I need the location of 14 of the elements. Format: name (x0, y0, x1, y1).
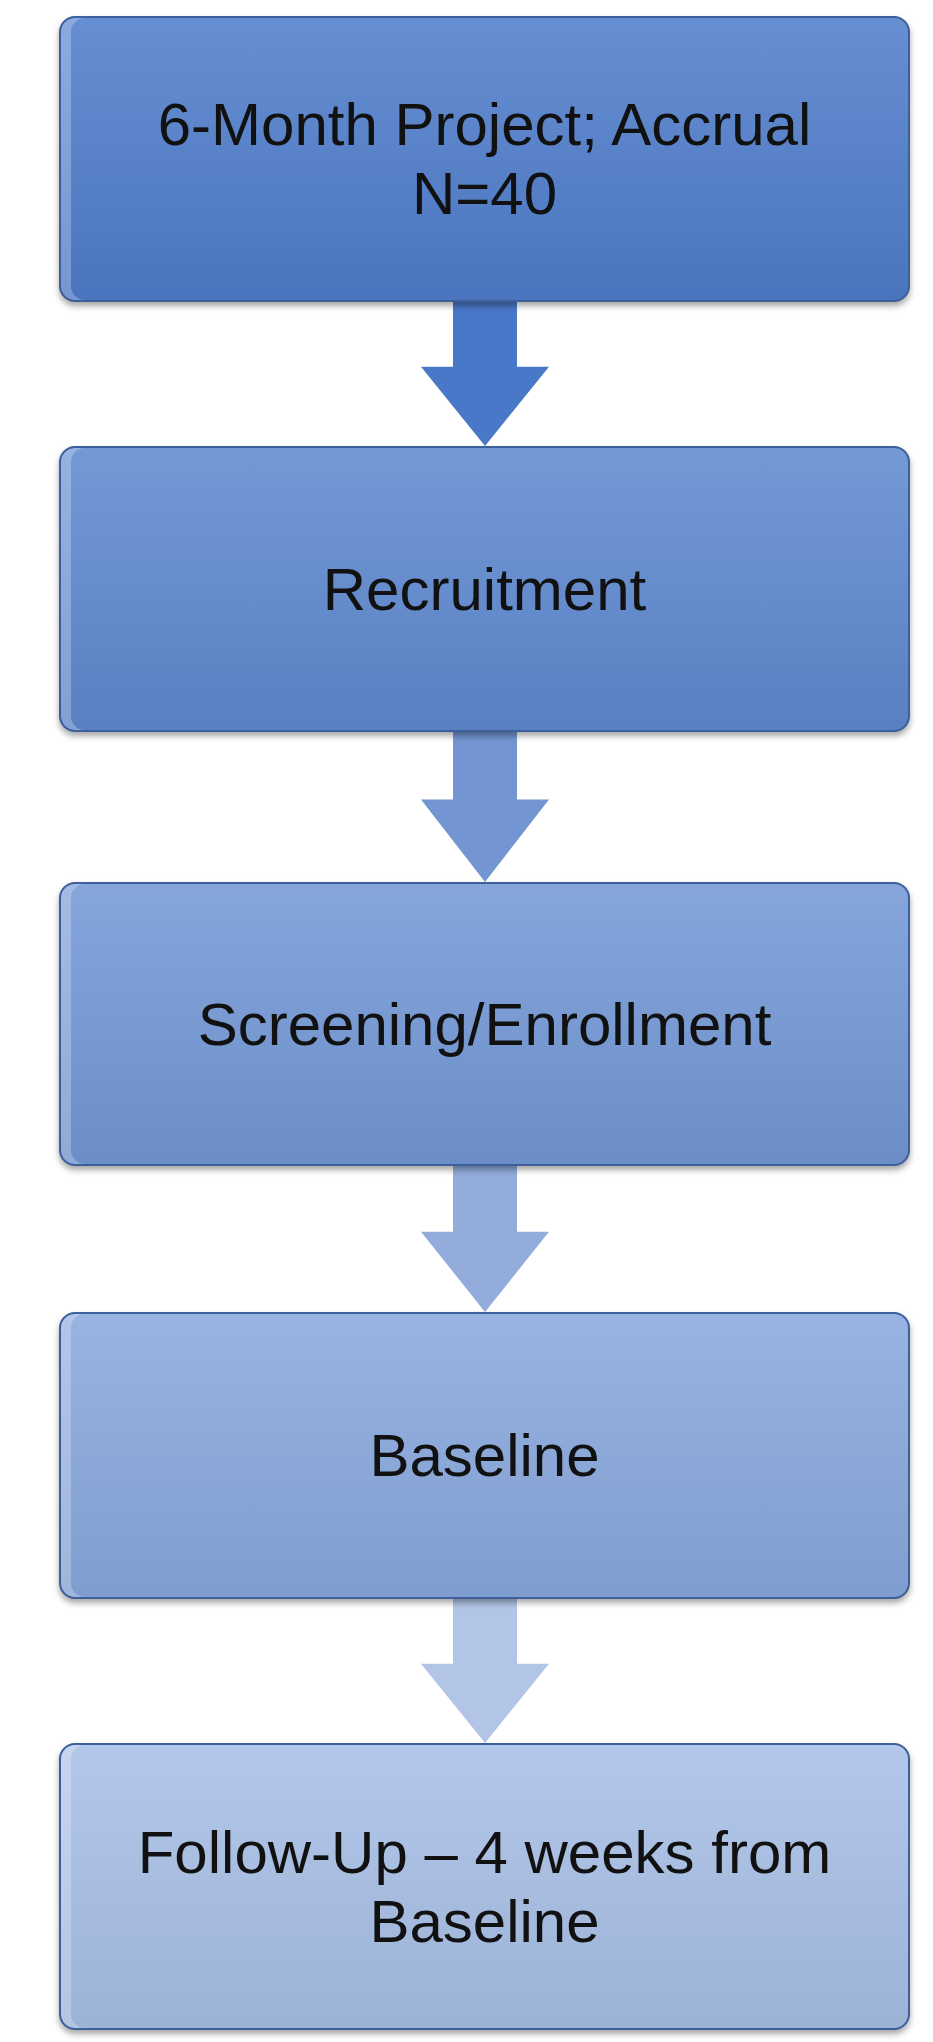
process-box (59, 16, 910, 302)
box-label: Follow-Up – 4 weeks from Baseline (136, 1817, 833, 1956)
process-box (59, 1743, 910, 2030)
block-arrow (421, 1599, 549, 1743)
box-label: Recruitment (321, 554, 648, 624)
block-arrow (421, 1166, 549, 1312)
process-box (59, 1312, 910, 1599)
box-label: Screening/Enrollment (196, 989, 773, 1059)
process-box (59, 882, 910, 1166)
box-label: 6-Month Project; Accrual N=40 (156, 90, 813, 228)
block-arrow (421, 302, 549, 446)
block-arrow (421, 732, 549, 882)
box-label: Baseline (368, 1421, 601, 1490)
process-box (59, 446, 910, 732)
